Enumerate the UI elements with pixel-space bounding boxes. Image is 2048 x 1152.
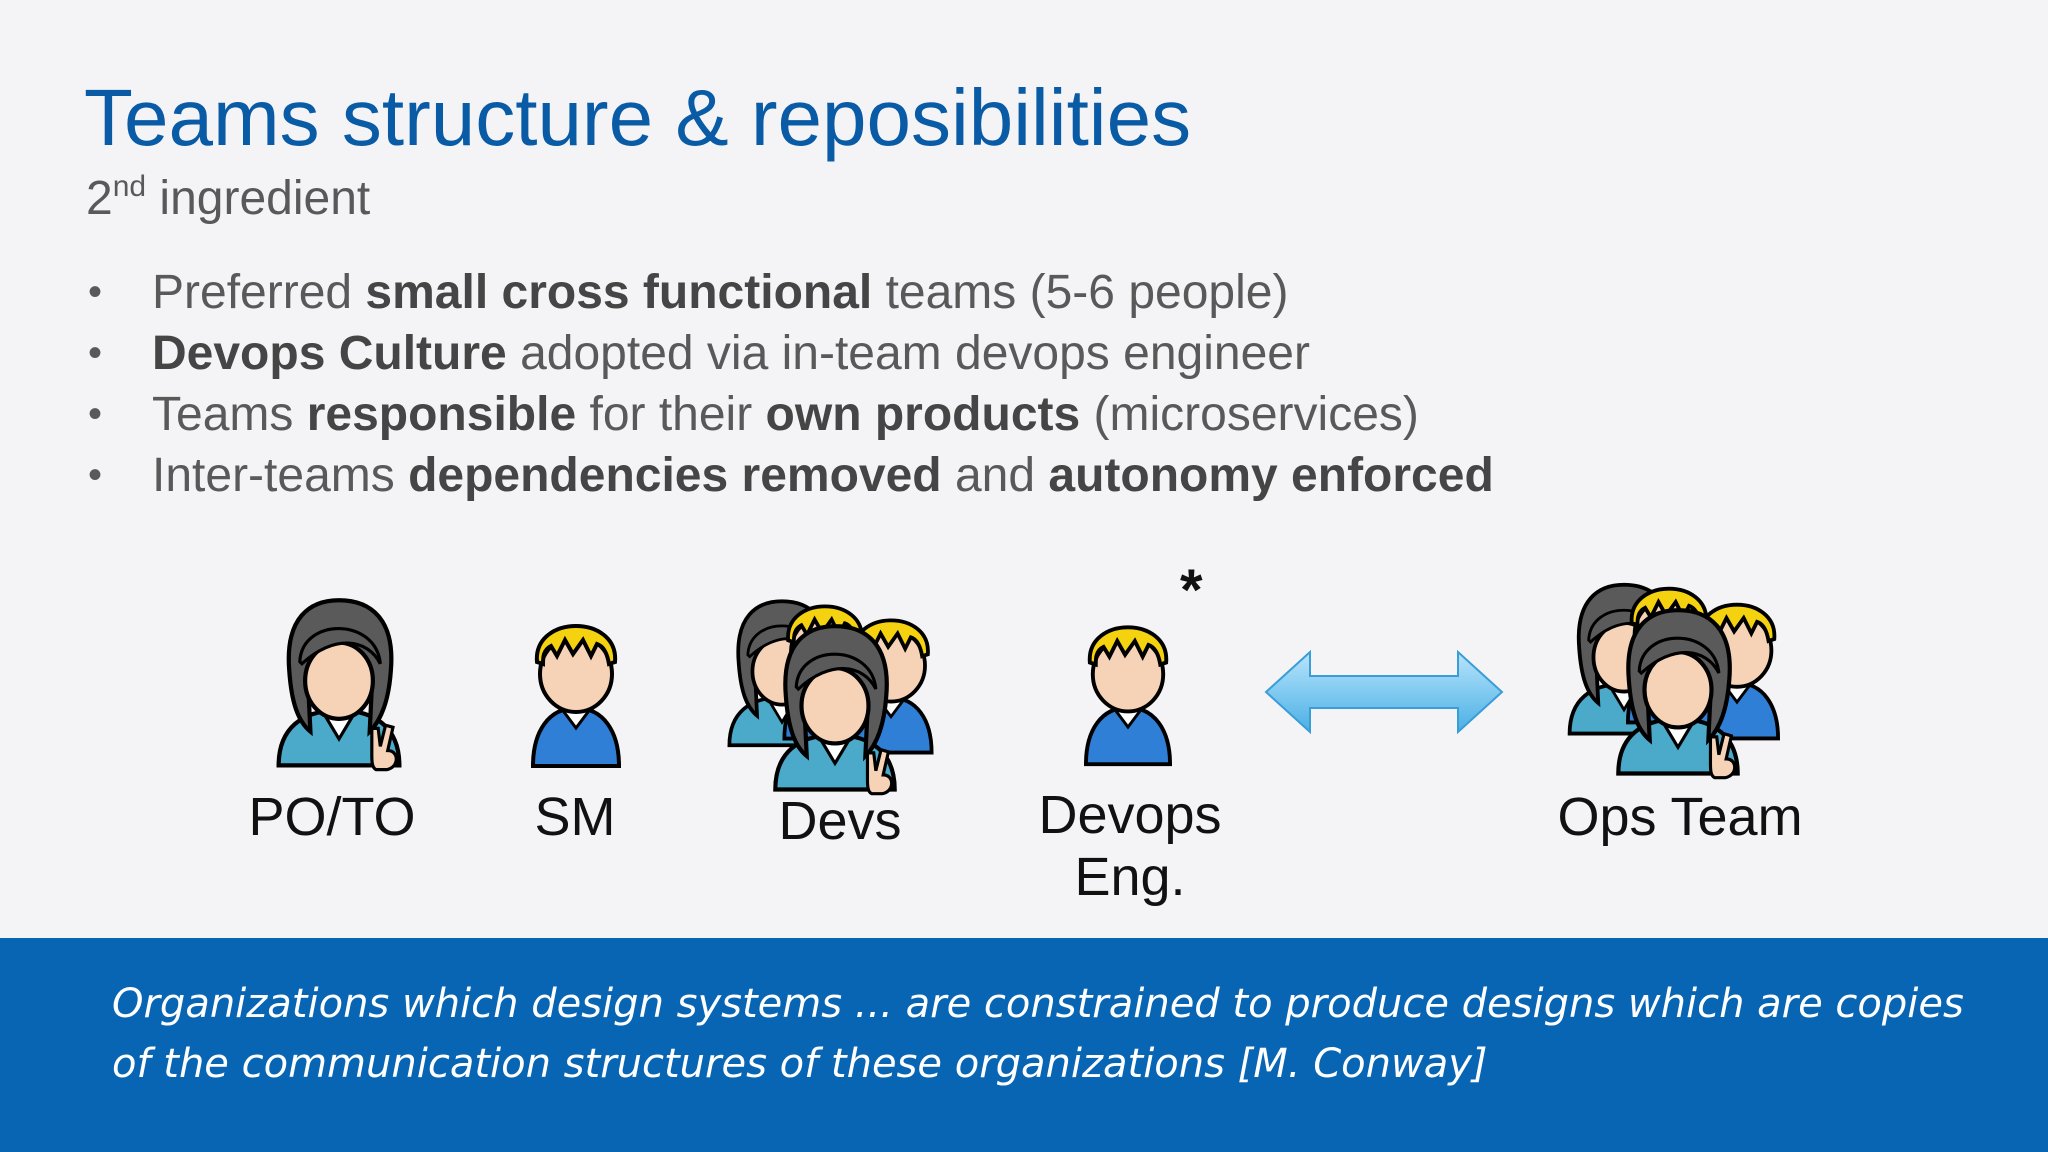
bullet-text: adopted via in-team devops engineer xyxy=(506,327,1310,380)
footnote-asterisk: * xyxy=(1180,558,1203,623)
po-to-person-icon xyxy=(266,596,412,776)
double-headed-arrow-icon xyxy=(1264,649,1504,735)
subtitle-ordinal-suffix: nd xyxy=(112,170,147,203)
bullet-text: and xyxy=(941,449,1049,502)
role-label-devs: Devs xyxy=(778,791,902,851)
bullet-emphasis: own products xyxy=(765,388,1081,441)
sm-person-icon xyxy=(516,596,636,776)
role-label-sm: SM xyxy=(534,787,616,847)
bullet-item: • Devops Culture adopted via in-team devo… xyxy=(86,323,1494,384)
bullet-item: • Preferred small cross functional teams … xyxy=(86,262,1494,323)
bullet-item: • Teams responsible for their own product… xyxy=(86,384,1494,445)
bullet-text: Preferred xyxy=(152,266,366,319)
bullet-marker: • xyxy=(88,270,103,314)
bullet-marker: • xyxy=(88,331,103,375)
bullet-emphasis: autonomy enforced xyxy=(1048,449,1494,502)
subtitle-text: ingredient xyxy=(146,172,371,225)
role-label-ops-team: Ops Team xyxy=(1557,787,1803,847)
role-label-devops-line1: Devops xyxy=(1038,785,1222,845)
devops-engineer-person-icon xyxy=(1070,598,1186,774)
bullet-marker: • xyxy=(88,453,103,497)
conway-quote: Organizations which design systems ... a… xyxy=(112,981,1964,1087)
bullet-list: • Preferred small cross functional teams … xyxy=(86,262,1494,506)
bullet-text: for their xyxy=(576,388,766,441)
bullet-emphasis: responsible xyxy=(306,388,577,441)
bullet-text: teams (5-6 people) xyxy=(872,266,1289,319)
bullet-text: (microservices) xyxy=(1080,388,1419,441)
bullet-marker: • xyxy=(88,392,103,436)
bullet-text: Inter-teams xyxy=(152,449,409,502)
bullet-emphasis: Devops Culture xyxy=(152,327,507,380)
bullet-emphasis: small cross functional xyxy=(365,266,873,319)
subtitle-number: 2 xyxy=(86,172,113,225)
role-label-po-to: PO/TO xyxy=(248,787,416,847)
devs-person-icon xyxy=(762,622,908,800)
bullet-emphasis: dependencies removed xyxy=(408,449,942,502)
bullet-item: • Inter-teams dependencies removed and au… xyxy=(86,445,1494,506)
bullet-text: Teams xyxy=(152,388,307,441)
role-label-devops-line2: Eng. xyxy=(1074,847,1186,907)
quote-banner: Organizations which design systems ... a… xyxy=(0,938,2048,1152)
slide-subtitle: 2nd ingredient xyxy=(86,170,370,228)
ops-person-icon xyxy=(1604,606,1752,784)
slide-title: Teams structure & reposibilities xyxy=(84,73,1192,162)
